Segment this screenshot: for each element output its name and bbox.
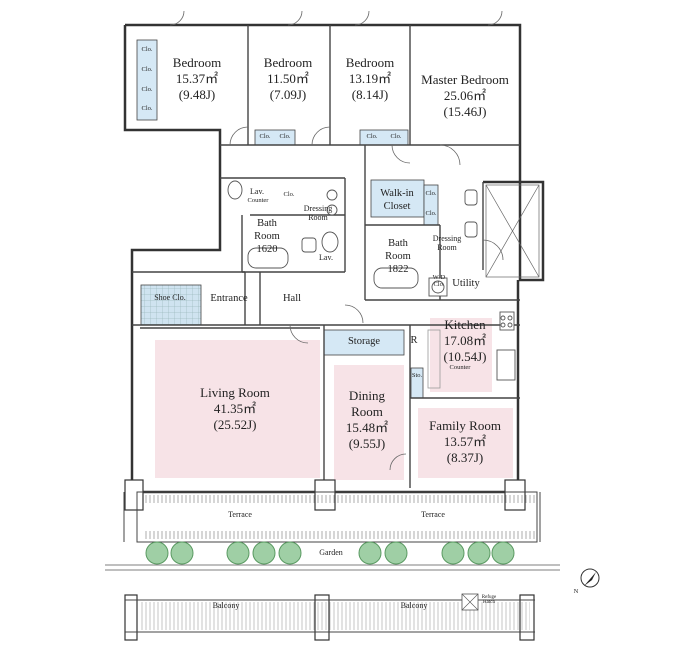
room-tints bbox=[155, 318, 513, 480]
north-label: N bbox=[573, 588, 579, 595]
garden-lines bbox=[105, 564, 560, 571]
clo-label-5: Clo. bbox=[259, 133, 271, 140]
kitchen-counter bbox=[427, 329, 441, 389]
clo-label-3: Clo. bbox=[141, 86, 153, 93]
lav-label-1: Lav. bbox=[250, 187, 264, 196]
void-hatch bbox=[485, 184, 540, 278]
terrace bbox=[123, 491, 541, 543]
kitchen-counter-label: Counter bbox=[449, 364, 471, 371]
balcony bbox=[125, 593, 535, 633]
north-arrow bbox=[580, 568, 600, 588]
shoe-closet-label: Shoe Clo. bbox=[154, 293, 186, 302]
bathtub-1 bbox=[247, 247, 289, 269]
terrace-label-1: Terrace bbox=[228, 510, 252, 519]
r-label: R bbox=[410, 335, 418, 346]
clo-label-10: Clo. bbox=[425, 210, 437, 217]
clo-label-7: Clo. bbox=[366, 133, 378, 140]
bathtub-2 bbox=[373, 267, 419, 289]
interior-walls bbox=[132, 25, 520, 488]
clo-label-4: Clo. bbox=[141, 105, 153, 112]
entrance-label: Entrance bbox=[210, 293, 248, 304]
toilet-1 bbox=[227, 180, 243, 200]
door-swings bbox=[169, 10, 504, 471]
garden-label: Garden bbox=[319, 548, 343, 557]
clo-label-1: Clo. bbox=[141, 46, 153, 53]
balcony-label-2: Balcony bbox=[400, 601, 428, 610]
clo-label-2: Clo. bbox=[141, 66, 153, 73]
closet-fills bbox=[136, 39, 439, 399]
clo-label-9: Clo. bbox=[425, 190, 437, 197]
fixtures bbox=[227, 180, 516, 381]
hall-label: Hall bbox=[282, 293, 302, 304]
sink bbox=[301, 237, 317, 253]
clo-label-11: Clo. bbox=[283, 191, 295, 198]
terrace-label-2: Terrace bbox=[421, 510, 445, 519]
toilet-2 bbox=[321, 231, 339, 253]
counter-label-1: Counter bbox=[247, 197, 269, 204]
clo-label-6: Clo. bbox=[279, 133, 291, 140]
garden-trees bbox=[145, 541, 515, 565]
utility-label: Utility bbox=[452, 278, 480, 289]
clo-label-8: Clo. bbox=[390, 133, 402, 140]
lav-label-2: Lav. bbox=[319, 253, 333, 262]
sto-label: Sto. bbox=[411, 372, 423, 379]
storage-label: Storage bbox=[347, 336, 381, 347]
balcony-label-1: Balcony bbox=[212, 601, 240, 610]
